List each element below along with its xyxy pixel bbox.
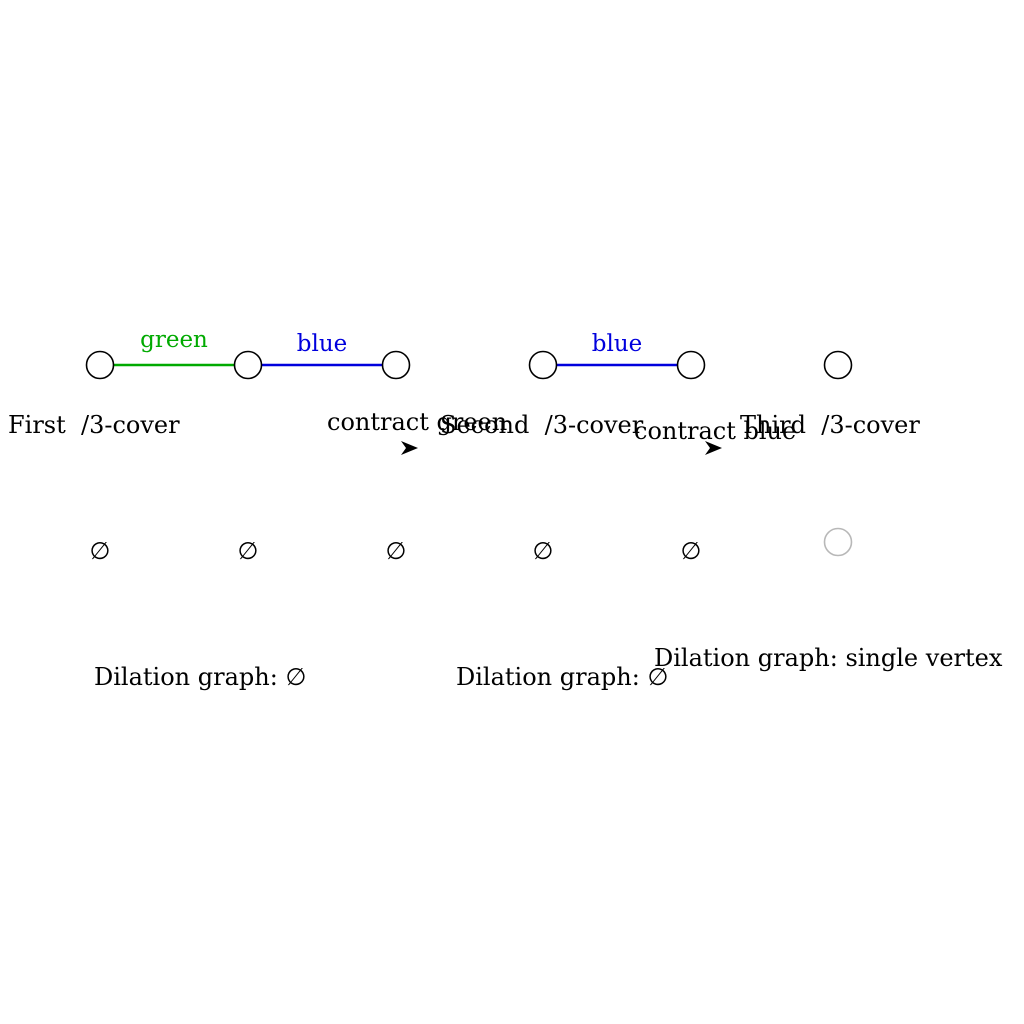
vertex-second-1 (528, 350, 558, 380)
empty-set-4: ∅ (533, 537, 554, 565)
empty-set-3: ∅ (386, 537, 407, 565)
first-cover-label: First /3-cover (8, 411, 180, 439)
dilation-label-second: Dilation graph: ∅ (456, 663, 668, 691)
vertex-second-2 (676, 350, 706, 380)
arrow-contract-blue-icon (705, 441, 722, 455)
blue-edge-label-second: blue (592, 331, 643, 357)
vertex-first-1 (85, 350, 115, 380)
vertex-first-2 (233, 350, 263, 380)
green-edge-label: green (140, 327, 208, 353)
empty-set-5: ∅ (681, 537, 702, 565)
dilation-label-first: Dilation graph: ∅ (94, 663, 306, 691)
dilation-vertex (823, 527, 853, 557)
second-cover-label: Second /3-cover (440, 411, 644, 439)
empty-set-1: ∅ (90, 537, 111, 565)
contract-blue-label: contract blue (634, 417, 796, 445)
contract-green-label: contract green (327, 408, 507, 436)
blue-edge-label-first: blue (297, 331, 348, 357)
vertex-first-3 (381, 350, 411, 380)
vertex-third-1 (823, 350, 853, 380)
third-cover-label: Third /3-cover (740, 411, 920, 439)
empty-set-2: ∅ (238, 537, 259, 565)
arrow-contract-green-icon (401, 441, 418, 455)
dilation-label-third: Dilation graph: single vertex (654, 644, 1003, 672)
